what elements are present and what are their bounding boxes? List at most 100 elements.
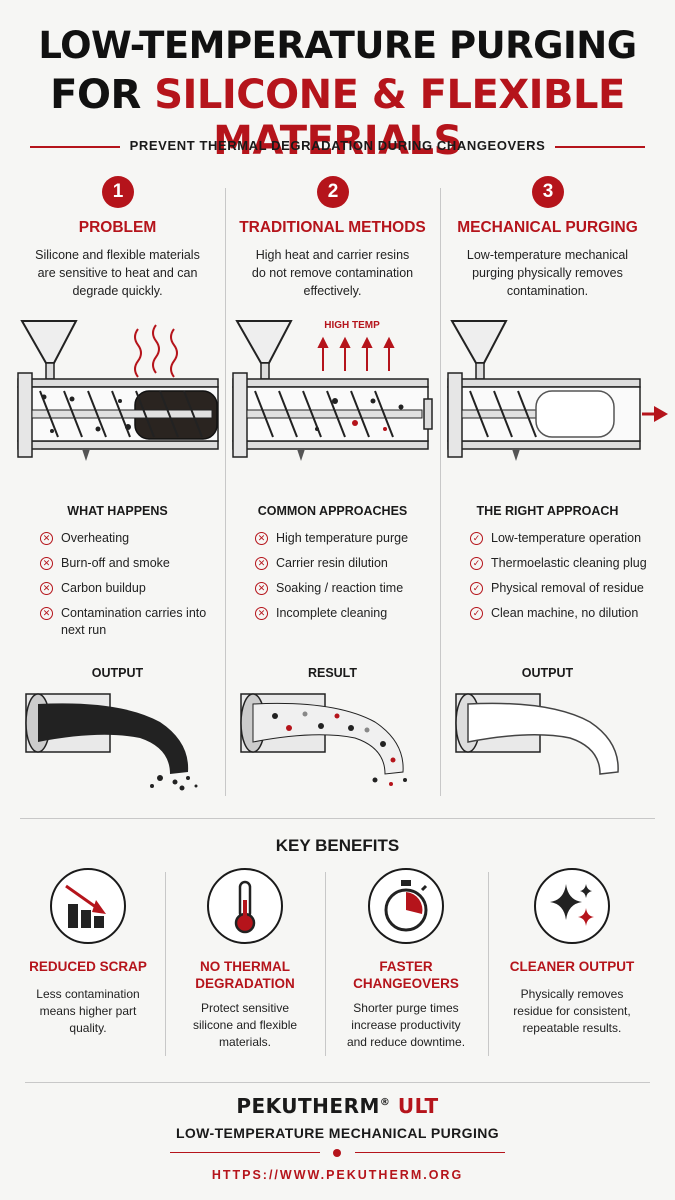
benefit-divider bbox=[488, 872, 489, 1056]
list-item: ✕Burn-off and smoke bbox=[40, 555, 220, 572]
column-mechanical-purging: 3 MECHANICAL PURGING Low-temperature mec… bbox=[440, 176, 668, 796]
column-title: MECHANICAL PURGING bbox=[457, 219, 638, 236]
extruder-degraded-illustration bbox=[17, 320, 219, 461]
website-link[interactable]: HTTPS://WWW.PEKUTHERM.ORG bbox=[211, 1168, 464, 1182]
chart-down-icon bbox=[65, 884, 106, 928]
dirty-nozzle-illustration bbox=[25, 693, 198, 791]
x-circle-icon: ✕ bbox=[40, 582, 53, 595]
high-temp-label: HIGH TEMP bbox=[324, 320, 380, 331]
benefit-icon-circle bbox=[534, 868, 610, 944]
list-item: ✕Incomplete cleaning bbox=[255, 605, 435, 622]
subtitle-rule-left bbox=[30, 146, 120, 148]
problem-list: ✕Overheating ✕Burn-off and smoke ✕Carbon… bbox=[40, 530, 220, 647]
list-item: ✓Physical removal of residue bbox=[470, 580, 650, 597]
column-divider bbox=[440, 188, 441, 796]
x-circle-icon: ✕ bbox=[255, 607, 268, 620]
list-item: ✕High temperature purge bbox=[255, 530, 435, 547]
list-item: ✓Low-temperature operation bbox=[470, 530, 650, 547]
up-arrows-icon bbox=[317, 336, 395, 371]
list-item: ✕Carrier resin dilution bbox=[255, 555, 435, 572]
benefit-title: CLEANER OUTPUT bbox=[509, 959, 635, 974]
column-traditional-methods: 2 TRADITIONAL METHODS High heat and carr… bbox=[225, 176, 440, 796]
column-title: PROBLEM bbox=[78, 219, 157, 236]
arrow-right-icon bbox=[642, 406, 668, 422]
title-highlight: SILICONE & FLEXIBLE MATERIALS bbox=[154, 72, 625, 164]
right-approach-list: ✓Low-temperature operation ✓Thermoelasti… bbox=[470, 530, 650, 630]
brand-logo: PEKUTHERM® ULT bbox=[0, 1094, 675, 1118]
list-item: ✓Clean machine, no dilution bbox=[470, 605, 650, 622]
approaches-list: ✕High temperature purge ✕Carrier resin d… bbox=[255, 530, 435, 630]
x-circle-icon: ✕ bbox=[40, 557, 53, 570]
benefit-title: REDUCED SCRAP bbox=[29, 959, 147, 974]
check-circle-icon: ✓ bbox=[470, 557, 483, 570]
list-item: ✓Thermoelastic cleaning plug bbox=[470, 555, 650, 572]
extruder-high-temp-illustration: HIGH TEMP bbox=[232, 320, 433, 461]
list-item: ✕Carbon buildup bbox=[40, 580, 220, 597]
list-item: ✕Contamination carries into next run bbox=[40, 605, 220, 639]
x-circle-icon: ✕ bbox=[255, 557, 268, 570]
column-problem: 1 PROBLEM Silicone and flexible material… bbox=[10, 176, 225, 796]
benefit-icon-circle bbox=[368, 868, 444, 944]
section-heading: WHAT HAPPENS bbox=[67, 504, 168, 518]
page-title-line2: FOR SILICONE & FLEXIBLE MATERIALS bbox=[0, 72, 675, 164]
brand-reg: ® bbox=[379, 1097, 391, 1108]
speckled-nozzle-illustration bbox=[240, 693, 407, 786]
x-circle-icon: ✕ bbox=[40, 532, 53, 545]
footer-ornament bbox=[170, 1148, 505, 1158]
x-circle-icon: ✕ bbox=[255, 532, 268, 545]
sparkle-icon bbox=[550, 884, 594, 926]
benefit-icon-circle bbox=[207, 868, 283, 944]
brand-name: PEKUTHERM bbox=[236, 1094, 380, 1118]
stopwatch-icon bbox=[384, 880, 428, 932]
benefit-icon-circle bbox=[50, 868, 126, 944]
list-item: ✕Overheating bbox=[40, 530, 220, 547]
footer-divider bbox=[25, 1082, 650, 1083]
subtitle: PREVENT THERMAL DEGRADATION DURING CHANG… bbox=[129, 138, 546, 153]
cleaning-plug-icon bbox=[535, 390, 615, 438]
title-prefix: FOR bbox=[50, 72, 141, 118]
subtitle-rule-right bbox=[555, 146, 645, 148]
section-heading: THE RIGHT APPROACH bbox=[476, 504, 619, 518]
output-heading: RESULT bbox=[307, 666, 358, 680]
output-heading: OUTPUT bbox=[91, 666, 144, 680]
step-number: 1 bbox=[102, 176, 134, 208]
hopper-icon bbox=[235, 320, 293, 364]
section-divider bbox=[20, 818, 655, 819]
heat-waves-icon bbox=[134, 324, 178, 378]
check-circle-icon: ✓ bbox=[470, 607, 483, 620]
benefits-title: KEY BENEFITS bbox=[275, 836, 400, 855]
check-circle-icon: ✓ bbox=[470, 582, 483, 595]
x-circle-icon: ✕ bbox=[255, 582, 268, 595]
hopper-icon bbox=[20, 320, 78, 364]
subtitle-row: PREVENT THERMAL DEGRADATION DURING CHANG… bbox=[30, 136, 645, 156]
hopper-icon bbox=[450, 320, 508, 364]
thermometer-icon bbox=[234, 880, 256, 934]
output-heading: OUTPUT bbox=[521, 666, 574, 680]
page-title-line1: LOW-TEMPERATURE PURGING bbox=[38, 24, 637, 67]
benefit-divider bbox=[325, 872, 326, 1056]
section-heading: COMMON APPROACHES bbox=[257, 504, 408, 518]
clean-nozzle-illustration bbox=[455, 693, 619, 775]
check-circle-icon: ✓ bbox=[470, 532, 483, 545]
x-circle-icon: ✕ bbox=[40, 607, 53, 620]
step-number: 3 bbox=[532, 176, 564, 208]
extruder-clean-plug-illustration bbox=[447, 320, 668, 461]
brand-tagline: LOW-TEMPERATURE MECHANICAL PURGING bbox=[175, 1125, 500, 1141]
column-title: TRADITIONAL METHODS bbox=[239, 219, 426, 236]
list-item: ✕Soaking / reaction time bbox=[255, 580, 435, 597]
step-number: 2 bbox=[317, 176, 349, 208]
benefit-divider bbox=[165, 872, 166, 1056]
